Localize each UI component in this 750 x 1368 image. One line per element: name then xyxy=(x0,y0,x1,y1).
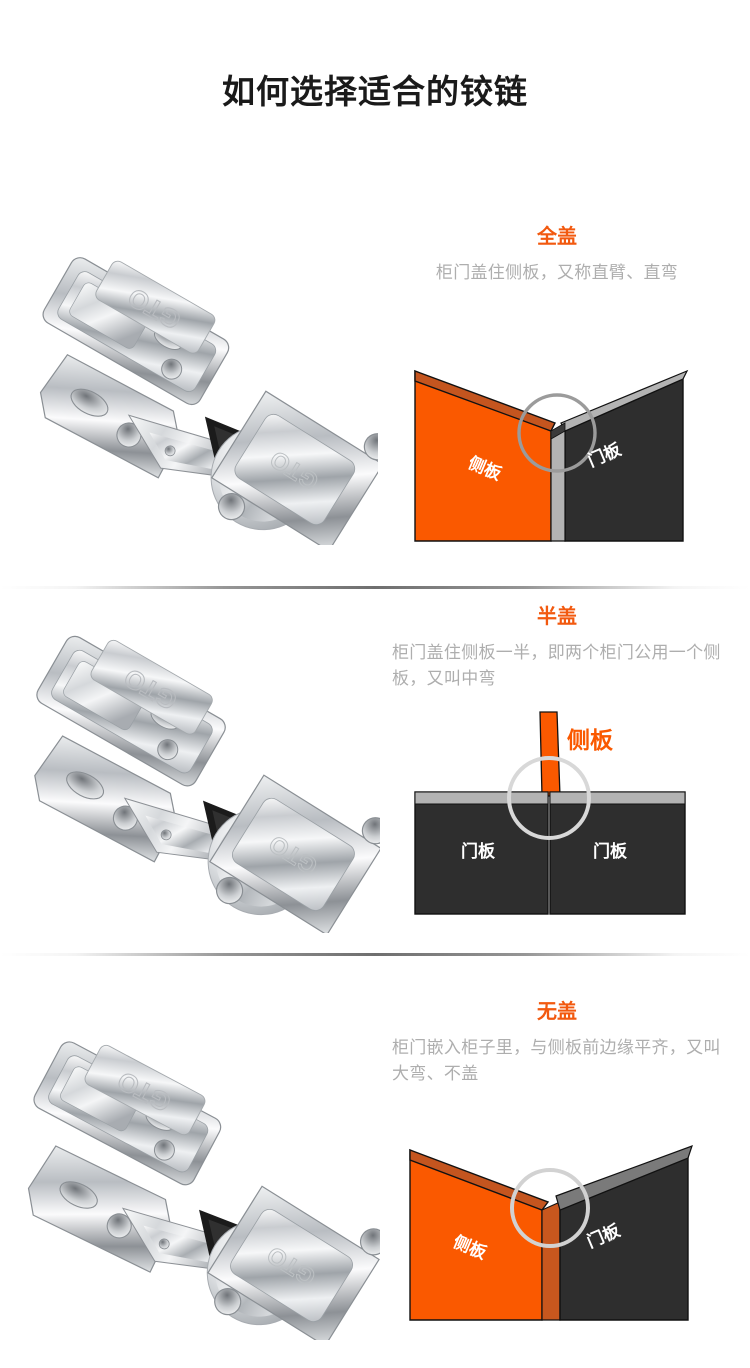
diagram-svg-inset: 侧板 门板 xyxy=(409,1145,693,1321)
hinge-illustration: GTO GTO xyxy=(27,1041,388,1347)
diagram-inset: 侧板 门板 xyxy=(400,1130,700,1335)
page-title: 如何选择适合的铰链 xyxy=(222,73,528,110)
hinge-illustration: GTO GTO xyxy=(34,635,390,936)
side-panel-strip xyxy=(539,711,561,797)
side-panel-label: 侧板 xyxy=(567,727,614,753)
section-description-full-overlay: 柜门盖住侧板，又称直臂、直弯 xyxy=(435,263,679,282)
door-edge-top xyxy=(550,422,566,440)
door-panel-right-top xyxy=(549,791,686,805)
door-panel-label-right: 门板 xyxy=(593,841,628,861)
door-panel-left xyxy=(414,791,549,915)
diagram-svg-half-overlay: 侧板 门板 门板 xyxy=(414,711,686,915)
section-title-half-overlay: 半盖 xyxy=(537,606,577,628)
section-inset: GTO GTO xyxy=(0,1000,750,1350)
section-description-inset: 柜门嵌入柜子里，与侧板前边缘平齐，又叫大弯、不盖 xyxy=(392,1038,721,1084)
hinge-photo-half-overlay: GTO GTO xyxy=(0,613,390,936)
section-title-full-overlay: 全盖 xyxy=(537,226,577,248)
text-column-half-overlay: 半盖 柜门盖住侧板一半，即两个柜门公用一个侧板，又叫中弯 xyxy=(392,605,722,693)
section-description-half-overlay: 柜门盖住侧板一半，即两个柜门公用一个侧板，又叫中弯 xyxy=(392,643,721,689)
door-front-edge xyxy=(550,430,566,542)
side-panel-front-edge xyxy=(541,1201,561,1321)
text-column-full-overlay: 全盖 柜门盖住侧板，又称直臂、直弯 xyxy=(392,225,722,286)
diagram-half-overlay: 侧板 门板 门板 xyxy=(405,700,705,935)
door-panel-top xyxy=(555,1145,693,1211)
section-half-overlay: GTO GTO xyxy=(0,605,750,945)
door-panel-left-top xyxy=(414,791,549,805)
door-panel-label-left: 门板 xyxy=(461,841,496,861)
highlight-circle xyxy=(510,1168,590,1248)
section-divider xyxy=(0,953,750,956)
hinge-illustration: GTO GTO xyxy=(39,257,391,552)
diagram-svg-full-overlay: 侧板 门板 xyxy=(414,369,689,542)
hinge-photo-full-overlay: GTO GTO xyxy=(8,235,391,552)
diagram-full-overlay: 侧板 门板 xyxy=(405,355,695,555)
door-panel-right xyxy=(549,791,686,915)
section-full-overlay: GTO GTO xyxy=(0,225,750,570)
highlight-circle xyxy=(517,393,597,473)
section-title-inset: 无盖 xyxy=(537,1001,577,1023)
hinge-photo-inset: GTO GTO xyxy=(0,1020,388,1347)
highlight-circle xyxy=(507,756,591,840)
text-column-inset: 无盖 柜门嵌入柜子里，与侧板前边缘平齐，又叫大弯、不盖 xyxy=(392,1000,722,1088)
section-divider xyxy=(0,586,750,589)
